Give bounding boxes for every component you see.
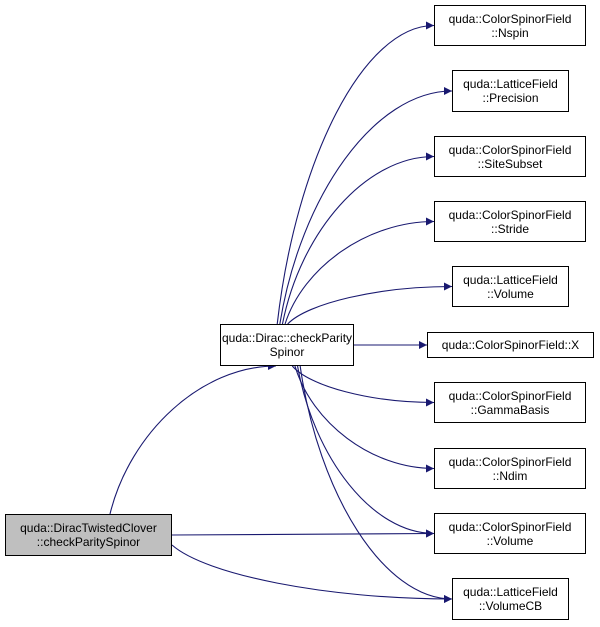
- edge-mid-to-t9: [299, 365, 453, 603]
- node-mid-line-1: quda::Dirac::checkParity: [221, 331, 353, 345]
- node-gammabasis-line-2: ::GammaBasis: [470, 402, 550, 417]
- node-colorspinorfield-volume[interactable]: quda::ColorSpinorField ::Volume: [434, 513, 586, 554]
- node-volumecb-line-2: ::VolumeCB: [478, 599, 543, 613]
- node-ndim-line-2: ::Ndim: [492, 468, 528, 483]
- node-latticefield-volume[interactable]: quda::LatticeField ::Volume: [452, 266, 569, 307]
- node-precision-line-2: ::Precision: [482, 91, 539, 105]
- node-stride-line-2: ::Stride: [490, 221, 529, 236]
- node-sitesubset[interactable]: quda::ColorSpinorField ::SiteSubset: [434, 136, 586, 177]
- node-latticefield-volume-line-2: ::Volume: [487, 286, 534, 301]
- node-sitesubset-line-2: ::SiteSubset: [477, 156, 543, 171]
- node-sitesubset-line-1: quda::ColorSpinorField: [448, 142, 572, 157]
- node-ndim[interactable]: quda::ColorSpinorField ::Ndim: [434, 448, 586, 489]
- node-stride-line-1: quda::ColorSpinorField: [448, 207, 572, 222]
- edge-mid-to-t1: [279, 87, 453, 325]
- node-nspin-line-2: ::Nspin: [491, 25, 529, 40]
- node-ndim-line-1: quda::ColorSpinorField: [448, 454, 572, 469]
- edge-root-to-t8: [171, 529, 435, 538]
- node-root-line-1: quda::DiracTwistedClover: [20, 521, 157, 535]
- edge-mid-to-t2: [281, 152, 435, 325]
- node-stride[interactable]: quda::ColorSpinorField ::Stride: [434, 201, 586, 242]
- node-x-line-1: quda::ColorSpinorField::X: [441, 338, 580, 352]
- edge-root-to-mid: [109, 362, 277, 515]
- node-volumecb[interactable]: quda::LatticeField ::VolumeCB: [452, 578, 569, 620]
- edge-mid-to-t3: [284, 217, 435, 325]
- node-mid[interactable]: quda::Dirac::checkParity Spinor: [220, 324, 354, 366]
- node-gammabasis-line-1: quda::ColorSpinorField: [448, 388, 572, 403]
- node-nspin[interactable]: quda::ColorSpinorField ::Nspin: [434, 5, 586, 46]
- edge-mid-to-t8: [296, 365, 435, 538]
- node-root[interactable]: quda::DiracTwistedClover ::checkParitySp…: [5, 514, 172, 556]
- edge-root-to-t9: [171, 544, 453, 603]
- edge-mid-to-t4: [287, 282, 453, 325]
- node-root-line-2: ::checkParitySpinor: [36, 535, 141, 549]
- node-latticefield-volume-line-1: quda::LatticeField: [463, 272, 558, 287]
- node-precision[interactable]: quda::LatticeField ::Precision: [452, 70, 569, 112]
- node-gammabasis[interactable]: quda::ColorSpinorField ::GammaBasis: [434, 382, 586, 423]
- node-precision-line-1: quda::LatticeField: [463, 77, 558, 91]
- node-volumecb-line-1: quda::LatticeField: [463, 585, 558, 599]
- node-colorspinorfield-volume-line-2: ::Volume: [486, 533, 534, 548]
- edge-mid-to-t0: [276, 21, 435, 325]
- edge-mid-to-t6: [291, 365, 435, 407]
- node-nspin-line-1: quda::ColorSpinorField: [448, 11, 572, 26]
- node-mid-line-2: Spinor: [269, 345, 305, 359]
- node-x[interactable]: quda::ColorSpinorField::X: [427, 332, 594, 358]
- node-colorspinorfield-volume-line-1: quda::ColorSpinorField: [448, 519, 572, 534]
